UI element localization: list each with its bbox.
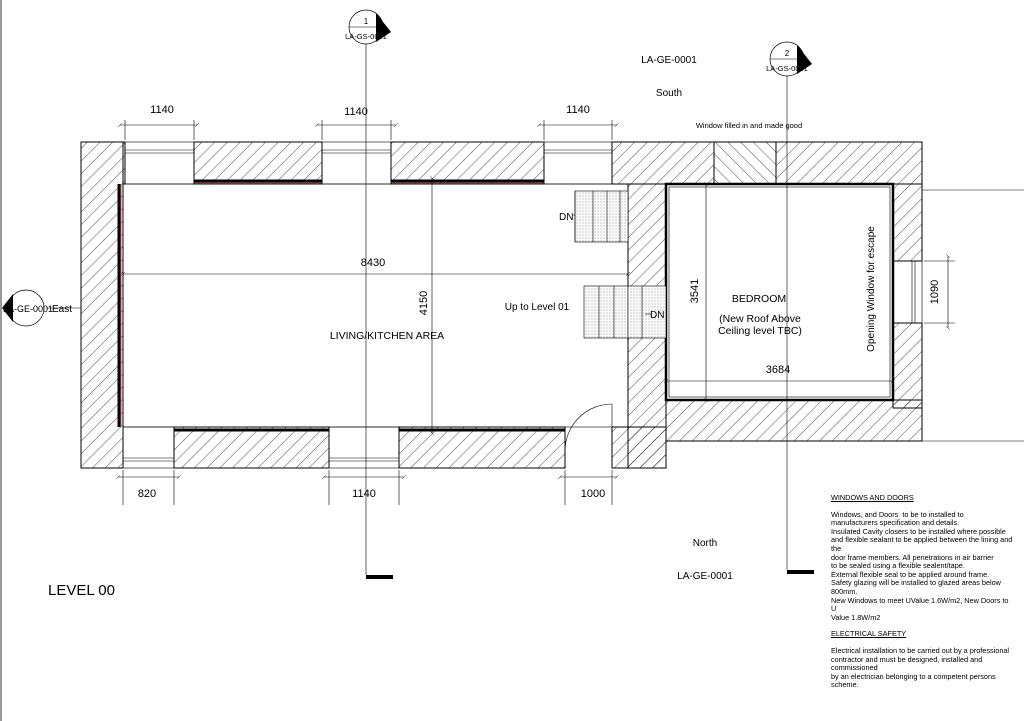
south-wall-segment bbox=[611, 426, 667, 469]
electrical-safety-heading: ELECTRICAL SAFETY bbox=[831, 629, 907, 639]
windows-note-line: to be sealed using a flexible sealent/ta… bbox=[831, 561, 965, 571]
windows-note-line: U bbox=[831, 604, 837, 614]
windows-note-line: Insulated Cavity closers to be installed… bbox=[831, 526, 1006, 536]
window-south-1 bbox=[122, 426, 175, 469]
windows-doors-text: Windows, and Doors to be to installed to… bbox=[831, 509, 1021, 623]
dim-bottom-1: 820 bbox=[138, 488, 156, 500]
elevation-marker-north: North LA-GE-0001 bbox=[677, 538, 733, 582]
dim-living-width: 4150 bbox=[418, 291, 430, 315]
bedroom-label: BEDROOM bbox=[732, 293, 786, 305]
electrical-note-line: by an electrician belonging to a compete… bbox=[831, 671, 996, 681]
dim-window-east: 1090 bbox=[929, 280, 941, 304]
section-1-number: 1 bbox=[364, 17, 369, 26]
living-kitchen-label: LIVING/KITCHEN AREA bbox=[330, 330, 444, 342]
south-wall-segment bbox=[173, 426, 330, 469]
window-north-2 bbox=[321, 141, 392, 185]
windows bbox=[122, 141, 923, 469]
section-lines bbox=[46, 40, 814, 579]
stair-landing bbox=[627, 285, 667, 339]
electrical-note-line: commissioned bbox=[831, 663, 878, 673]
bedroom-south-wall bbox=[665, 399, 923, 442]
west-wall bbox=[80, 141, 124, 469]
windows-doors-heading: WINDOWS AND DOORS bbox=[831, 493, 914, 502]
stair-down-label-1: DN bbox=[559, 212, 573, 223]
windows-note-line: External flexible seal to be applied aro… bbox=[831, 569, 990, 579]
elevation-north-reference: LA-GE-0001 bbox=[677, 571, 733, 582]
section-1-reference: LA-GS-0001 bbox=[345, 32, 387, 41]
section-2-reference: LA-GS-0001 bbox=[766, 64, 808, 73]
window-north-1 bbox=[124, 141, 195, 185]
dim-living-length: 8430 bbox=[361, 257, 385, 269]
section-2-end-bar bbox=[787, 570, 814, 574]
bedroom-note-line-2: Ceiling level TBC) bbox=[718, 325, 802, 337]
bedroom-note-line-1: (New Roof Above bbox=[719, 313, 801, 325]
north-wall-segment bbox=[775, 141, 923, 185]
windows-note-line: Safety glazing will be installed to glaz… bbox=[831, 578, 1001, 588]
stairs bbox=[573, 190, 667, 339]
north-wall-segment bbox=[611, 141, 715, 185]
windows-note-line: and flexible sealant to be applied betwe… bbox=[831, 535, 1013, 545]
elevation-marker-south: LA-GE-0001 South bbox=[641, 55, 697, 99]
electrical-safety-text: Electrical installation to be carried ou… bbox=[831, 645, 1021, 690]
annotations: Window filled in and made good Opening W… bbox=[505, 121, 877, 352]
section-marker-2: 2 LA-GS-0001 bbox=[766, 41, 812, 77]
elevation-marker-east: LA-GE-0001 East bbox=[2, 289, 72, 327]
level-title: LEVEL 00 bbox=[48, 582, 115, 599]
elevation-south-label: South bbox=[656, 88, 682, 99]
elevation-east-reference: LA-GE-0001 bbox=[3, 304, 53, 314]
south-door bbox=[564, 403, 613, 468]
dim-bottom-2: 1140 bbox=[352, 488, 376, 500]
electrical-note-line: contractor and must be designed, install… bbox=[831, 654, 983, 664]
section-2-number: 2 bbox=[785, 49, 790, 58]
window-bedroom-east bbox=[892, 260, 923, 324]
windows-note-line: door frame members. All penetrations in … bbox=[831, 552, 994, 562]
dim-bedroom-width: 3684 bbox=[766, 364, 790, 376]
bedroom-east-wall-lower bbox=[892, 322, 923, 409]
dim-bedroom-height: 3541 bbox=[689, 279, 701, 303]
notes-panel: WINDOWS AND DOORS Windows, and Doors to … bbox=[831, 493, 1021, 698]
dim-top-2: 1140 bbox=[344, 106, 368, 118]
north-wall-segment bbox=[390, 141, 545, 185]
filled-in-window-wall bbox=[713, 141, 777, 185]
stair-lower bbox=[583, 285, 629, 339]
room-labels: LIVING/KITCHEN AREA BEDROOM (New Roof Ab… bbox=[330, 293, 802, 342]
north-wall-segment bbox=[122, 141, 126, 185]
windows-note-line: 800mm. bbox=[831, 586, 858, 596]
up-to-level-note: Up to Level 01 bbox=[505, 302, 570, 313]
elevation-south-reference: LA-GE-0001 bbox=[641, 55, 697, 66]
windows-note-line: manufacturers specification and details. bbox=[831, 518, 960, 528]
dim-top-3: 1140 bbox=[566, 104, 590, 116]
electrical-note-line: scheme. bbox=[831, 680, 859, 690]
elevation-north-label: North bbox=[693, 538, 717, 549]
windows-note-line: Value 1.8W/m2 bbox=[831, 612, 881, 622]
north-wall-segment bbox=[193, 141, 323, 185]
window-filled-note: Window filled in and made good bbox=[696, 121, 802, 130]
windows-note-line: New Windows to meet UValue 1.6W/m2, New … bbox=[831, 595, 1009, 605]
windows-note-line: Windows, and Doors to be to installed to bbox=[831, 509, 964, 519]
bedroom-east-wall-upper bbox=[892, 183, 923, 262]
dim-top-1: 1140 bbox=[150, 104, 174, 116]
stair-down-label-2: DN bbox=[650, 310, 664, 321]
window-south-2 bbox=[328, 426, 400, 469]
section-1-end-bar bbox=[366, 575, 393, 579]
section-marker-1: 1 LA-GS-0001 bbox=[345, 9, 391, 45]
walls bbox=[80, 141, 923, 469]
dim-bottom-3: 1000 bbox=[581, 488, 605, 500]
window-north-3 bbox=[543, 141, 613, 185]
windows-note-line: the bbox=[831, 543, 842, 553]
electrical-note-line: Electrical installation to be carried ou… bbox=[831, 645, 1010, 655]
south-wall-segment bbox=[398, 426, 566, 469]
elevation-east-label: East bbox=[52, 304, 72, 315]
dimension-lines bbox=[116, 120, 955, 505]
opening-window-note: Opening Window for escape bbox=[866, 226, 877, 352]
stair-upper bbox=[574, 190, 629, 243]
dimension-labels: 1140 1140 1140 820 1140 1000 8430 4150 3… bbox=[138, 104, 941, 500]
